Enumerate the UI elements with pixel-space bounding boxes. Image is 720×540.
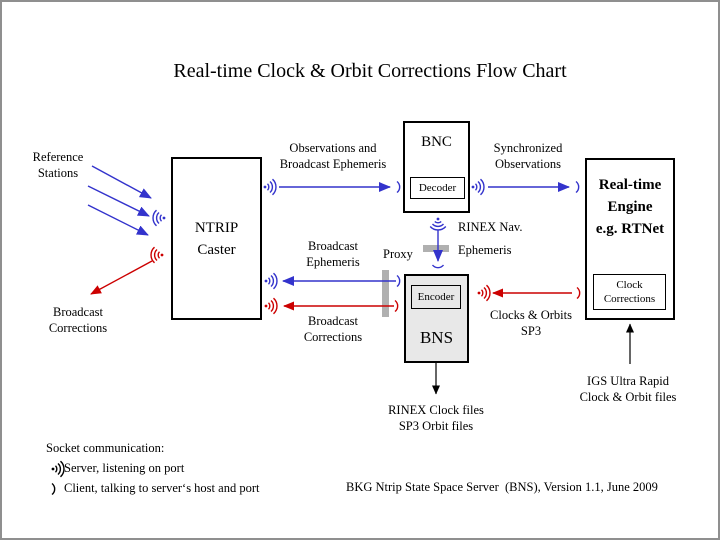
server-socket-icon bbox=[476, 284, 491, 302]
bnc-box: BNC Decoder bbox=[403, 121, 470, 213]
encoder-box: Encoder bbox=[411, 285, 461, 309]
rt-engine-box: Real-time Engine e.g. RTNet Clock Correc… bbox=[585, 158, 675, 320]
rinex-nav-ephemeris-label: RINEX Nav. Ephemeris bbox=[458, 220, 523, 257]
rt-engine-label: Real-time Engine e.g. RTNet bbox=[595, 177, 665, 237]
legend-client-text: Client, talking to server‘s host and por… bbox=[64, 481, 260, 495]
igs-ultra-rapid-label: IGS Ultra Rapid Clock & Orbit files bbox=[579, 374, 677, 404]
client-socket-icon bbox=[575, 180, 580, 194]
server-socket-icon bbox=[470, 178, 485, 196]
client-socket-icon bbox=[576, 286, 581, 300]
client-socket-icon bbox=[396, 180, 401, 194]
arrow-refstation-2 bbox=[87, 185, 150, 217]
legend-heading: Socket communication: bbox=[46, 441, 165, 455]
decoder-box: Decoder bbox=[410, 177, 465, 199]
legend-client-icon bbox=[51, 482, 56, 496]
broadcast-corrections-left-label: Broadcast Corrections bbox=[48, 305, 108, 335]
clock-corrections-box: Clock Corrections bbox=[593, 274, 666, 310]
reference-stations-label: Reference Stations bbox=[32, 150, 84, 180]
server-socket-icon bbox=[429, 216, 447, 231]
bns-box: Encoder BNS bbox=[404, 274, 469, 363]
server-socket-icon bbox=[262, 178, 277, 196]
footer-caption: BKG Ntrip State Space Server (BNS), Vers… bbox=[346, 480, 658, 494]
client-socket-icon bbox=[431, 264, 445, 269]
legend-server-icon bbox=[50, 460, 65, 478]
server-socket-icon bbox=[152, 209, 167, 227]
ntrip-caster-box: NTRIP Caster bbox=[171, 157, 262, 320]
proxy-bar-vertical bbox=[382, 270, 389, 317]
server-socket-icon bbox=[263, 272, 278, 290]
bns-label: BNS bbox=[419, 328, 454, 347]
page-title: Real-time Clock & Orbit Corrections Flow… bbox=[173, 60, 567, 82]
clocks-orbits-sp3-label: Clocks & Orbits SP3 bbox=[490, 308, 572, 338]
observations-broadcast-ephemeris-label: Observations and Broadcast Ephemeris bbox=[279, 141, 387, 171]
proxy-label: Proxy bbox=[383, 247, 413, 261]
proxy-bar-horizontal bbox=[423, 245, 449, 252]
synchronized-observations-label: Synchronized Observations bbox=[493, 141, 563, 171]
broadcast-ephemeris-mid-label: Broadcast Ephemeris bbox=[306, 239, 360, 269]
rinex-clock-files-label: RINEX Clock files SP3 Orbit files bbox=[388, 403, 484, 433]
client-socket-icon bbox=[394, 299, 399, 313]
server-socket-icon bbox=[150, 246, 165, 264]
broadcast-corrections-mid-label: Broadcast Corrections bbox=[303, 314, 363, 344]
bnc-label: BNC bbox=[421, 134, 452, 150]
client-socket-icon bbox=[396, 274, 401, 288]
server-socket-icon bbox=[263, 297, 278, 315]
arrow-refstation-3 bbox=[87, 204, 149, 236]
ntrip-caster-label: NTRIP Caster bbox=[194, 219, 239, 258]
arrow-ntrip-to-broadcast-corrections bbox=[90, 260, 153, 295]
legend-server-text: Server, listening on port bbox=[64, 461, 185, 475]
